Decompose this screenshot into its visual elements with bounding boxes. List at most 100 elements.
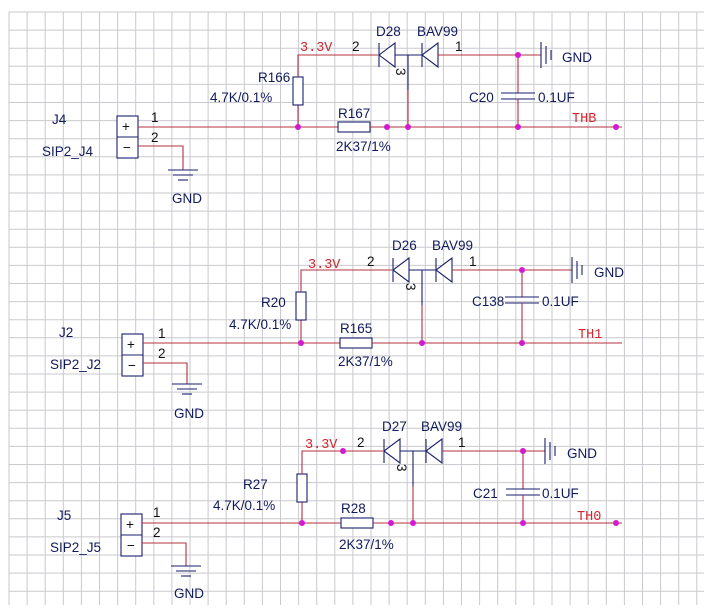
right-ground-label: GND: [562, 50, 592, 65]
series-resistor-value: 2K37/1%: [339, 537, 394, 552]
diode-left: [378, 41, 396, 69]
junction-dot: [295, 124, 301, 130]
series-resistor-designator: R167: [338, 106, 370, 121]
cap-value: 0.1UF: [542, 294, 579, 309]
diode-right: [421, 41, 439, 69]
junction-dot: [419, 340, 425, 346]
connector-pin1: 1: [151, 110, 159, 125]
junction-dot: [298, 340, 304, 346]
connector-part: SIP2_J4: [42, 144, 94, 159]
ground-label: GND: [174, 406, 204, 421]
series-resistor-designator: R28: [341, 501, 366, 516]
net-label: TH1: [578, 328, 602, 343]
ground-label: GND: [174, 586, 204, 601]
stage-th0: + − J5 SIP2_J5 1 2 GND R28 2K37/1% TH0 R…: [50, 419, 622, 601]
junction-dot: [519, 267, 525, 273]
diode-designator: D27: [382, 419, 407, 434]
pullup-value: 4.7K/0.1%: [229, 317, 291, 332]
supply-label: 3.3V: [305, 438, 338, 453]
supply-wire: [300, 269, 392, 292]
junction-dot: [519, 340, 525, 346]
resistor-r167[interactable]: [337, 121, 371, 133]
diode-left: [392, 256, 410, 284]
cap-designator: C21: [473, 486, 498, 501]
resistor-r165[interactable]: [339, 337, 373, 349]
diode-designator: D26: [392, 238, 417, 253]
diode-pin3: 3: [393, 68, 408, 76]
junction-dot: [520, 448, 526, 454]
diode-part: BAV99: [421, 419, 462, 434]
pullup-value: 4.7K/0.1%: [213, 498, 275, 513]
net-label: TH0: [577, 510, 601, 525]
junction-dot: [299, 520, 305, 526]
connector-pin2: 2: [153, 525, 161, 540]
diode-part: BAV99: [417, 24, 458, 39]
pullup-value: 4.7K/0.1%: [210, 90, 272, 105]
resistor-r27[interactable]: [296, 473, 308, 503]
supply-label: 3.3V: [308, 258, 341, 273]
resistor-r28[interactable]: [340, 517, 374, 529]
diode-designator: D28: [376, 24, 401, 39]
diode-left: [383, 437, 401, 465]
diode-pin1: 1: [458, 435, 466, 450]
connector-designator: J2: [59, 325, 73, 340]
stage-thb: + − J4 SIP2_J4 1 2 GND R167 2K37/1% THB …: [42, 24, 622, 206]
supply-wire: [301, 450, 383, 474]
ground-label: GND: [172, 191, 202, 206]
diode-pin3: 3: [394, 464, 409, 472]
connector-part: SIP2_J2: [50, 357, 101, 372]
diode-pin2: 2: [367, 254, 375, 269]
diode-pin2: 2: [357, 435, 365, 450]
connector-plus-mark: +: [122, 119, 130, 134]
background-grid: [8, 11, 704, 605]
right-ground-label: GND: [567, 446, 597, 461]
pullup-designator: R27: [243, 477, 268, 492]
connector-plus-mark: +: [126, 517, 134, 532]
junction-dot: [613, 520, 619, 526]
supply-label: 3.3V: [300, 41, 333, 56]
junction-dot: [515, 124, 521, 130]
diode-pin1: 1: [469, 254, 477, 269]
connector-minus-mark: −: [128, 358, 136, 373]
series-resistor-value: 2K37/1%: [336, 139, 391, 154]
diode-right: [435, 256, 453, 284]
connector-pin2: 2: [151, 130, 159, 145]
ground-wire: [138, 145, 184, 170]
connector-minus-mark: −: [127, 538, 135, 553]
series-resistor-value: 2K37/1%: [338, 354, 393, 369]
pullup-designator: R20: [261, 295, 286, 310]
junction-dot: [384, 124, 390, 130]
connector-plus-mark: +: [127, 337, 135, 352]
net-label: THB: [572, 112, 596, 127]
resistor-r20[interactable]: [295, 291, 307, 321]
cap-value: 0.1UF: [538, 90, 575, 105]
junction-dot: [405, 124, 411, 130]
diode-pin3: 3: [403, 283, 418, 291]
connector-pin1: 1: [158, 326, 166, 341]
connector-designator: J5: [57, 508, 71, 523]
right-ground-label: GND: [594, 265, 624, 280]
junction-dot: [613, 124, 619, 130]
connector-minus-mark: −: [123, 140, 131, 155]
connector-part: SIP2_J5: [50, 540, 101, 555]
junction-dot: [388, 520, 394, 526]
cap-designator: C138: [472, 294, 504, 309]
cap-designator: C20: [469, 90, 494, 105]
series-resistor-designator: R165: [340, 321, 372, 336]
connector-designator: J4: [52, 112, 67, 127]
cap-value: 0.1UF: [542, 486, 579, 501]
connector-pin1: 1: [153, 505, 161, 520]
diode-right: [425, 437, 443, 465]
supply-wire: [297, 54, 378, 77]
diode-part: BAV99: [432, 238, 473, 253]
diode-pin1: 1: [455, 39, 463, 54]
junction-dot: [410, 520, 416, 526]
connector-pin2: 2: [158, 346, 166, 361]
junction-dot: [340, 448, 346, 454]
junction-dot: [520, 520, 526, 526]
resistor-r166[interactable]: [292, 76, 304, 106]
ground-wire: [142, 542, 187, 566]
junction-dot: [515, 52, 521, 58]
